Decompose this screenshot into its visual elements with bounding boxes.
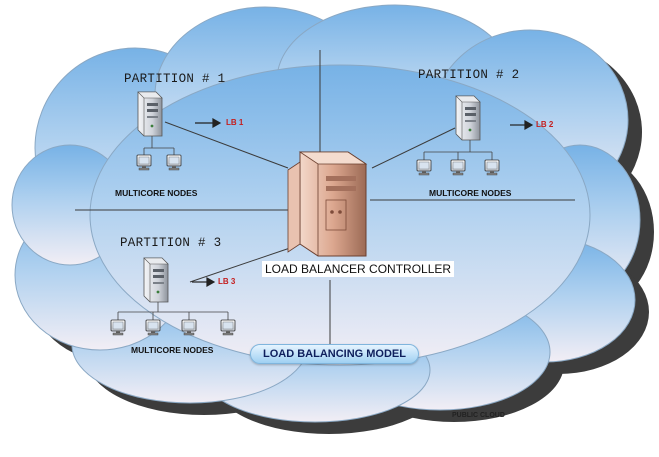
node-links	[423, 140, 493, 160]
partition-divider-lines	[75, 50, 575, 345]
server-icon	[143, 257, 169, 303]
controller-connectors	[164, 121, 456, 283]
partition-1-title: PARTITION # 1	[124, 72, 226, 86]
partition-2-title: PARTITION # 2	[418, 68, 520, 82]
server-icon	[137, 91, 163, 137]
arrow-icon	[195, 117, 222, 129]
controller-server-icon	[287, 151, 368, 257]
lb-3-label: LB 3	[218, 277, 236, 286]
arrow-icon	[510, 119, 534, 131]
lb-2-label: LB 2	[536, 120, 554, 129]
partition-2-nodes-label: MULTICORE NODES	[429, 188, 512, 198]
partition-3-nodes-label: MULTICORE NODES	[131, 345, 214, 355]
partition-3	[110, 257, 236, 336]
load-balancing-model-label: LOAD BALANCING MODEL	[250, 344, 419, 364]
node-links	[117, 302, 229, 320]
partition-1	[136, 91, 222, 171]
partition-1-nodes-label: MULTICORE NODES	[115, 188, 198, 198]
partition-2	[416, 95, 534, 176]
lb-1-label: LB 1	[226, 118, 244, 127]
load-balancer-controller-label: LOAD BALANCER CONTROLLER	[262, 261, 455, 277]
node-links	[143, 136, 175, 155]
arrow-icon	[192, 276, 216, 288]
partition-3-title: PARTITION # 3	[120, 236, 222, 250]
server-icon	[455, 95, 481, 141]
public-cloud-label: PUBLIC CLOUD	[452, 412, 505, 419]
